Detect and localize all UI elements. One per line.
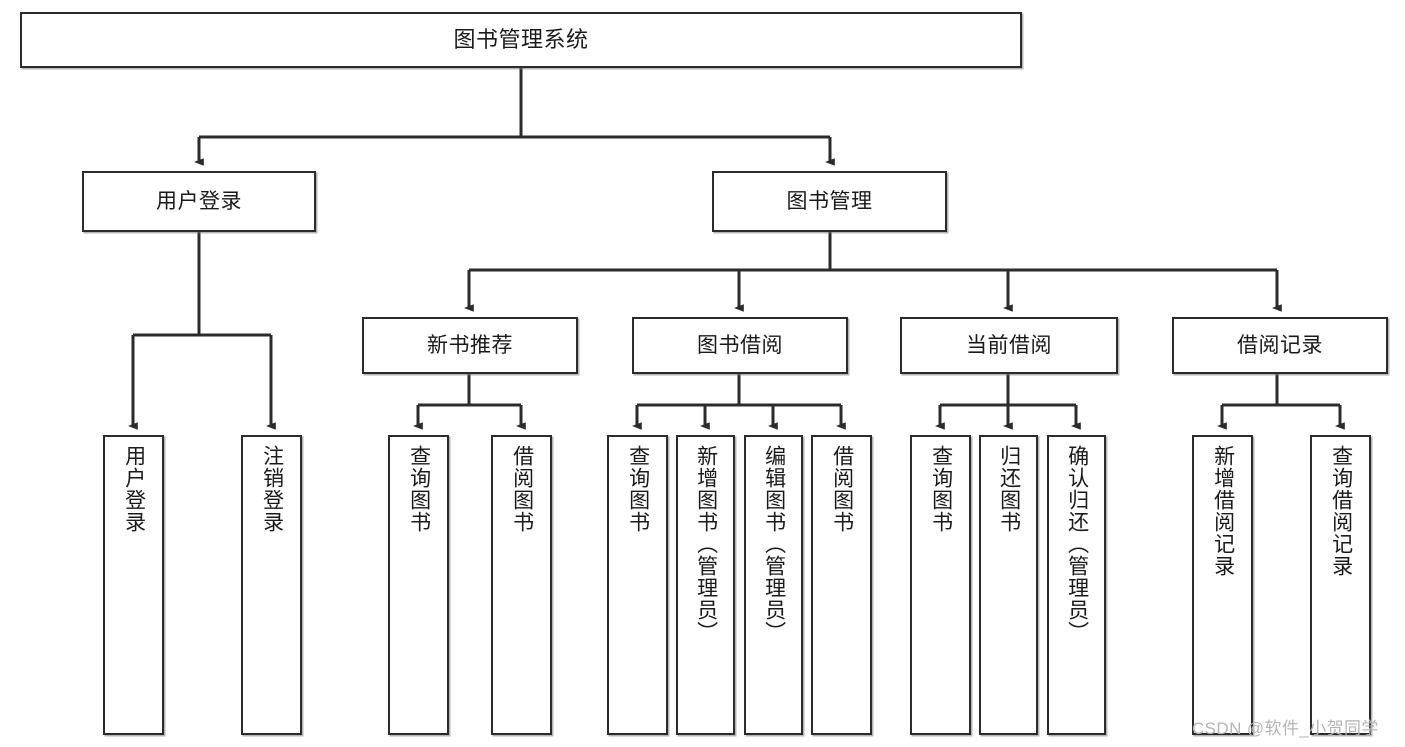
node-new-book-recommend-label: 新书推荐 (427, 333, 513, 357)
leaf-br-add-record-label: 新增借阅记录 (1211, 445, 1235, 577)
leaf-bb-edit-book[interactable]: 编辑图书（管理员） (744, 435, 803, 735)
leaf-bb-query-book-label: 查询图书 (626, 445, 650, 533)
csdn-watermark: CSDN @软件_小贺同学 (1192, 719, 1379, 738)
node-root-system[interactable]: 图书管理系统 (20, 12, 1022, 68)
node-current-borrow-label: 当前借阅 (966, 333, 1052, 357)
leaf-nb-borrow-book[interactable]: 借阅图书 (491, 435, 552, 735)
leaf-cb-query-book[interactable]: 查询图书 (910, 435, 971, 735)
leaf-cb-query-book-label: 查询图书 (929, 445, 953, 533)
node-current-borrow[interactable]: 当前借阅 (900, 317, 1118, 374)
leaf-user-logout-label: 注销登录 (260, 445, 284, 533)
leaf-br-query-record-label: 查询借阅记录 (1329, 445, 1353, 577)
leaf-cb-return-book[interactable]: 归还图书 (979, 435, 1038, 735)
leaf-nb-query-book[interactable]: 查询图书 (388, 435, 449, 735)
leaf-bb-query-book[interactable]: 查询图书 (607, 435, 668, 735)
node-new-book-recommend[interactable]: 新书推荐 (362, 317, 578, 374)
leaf-user-login-label: 用户登录 (122, 445, 146, 533)
node-book-management-label: 图书管理 (786, 189, 873, 213)
leaf-bb-borrow-book[interactable]: 借阅图书 (811, 435, 872, 735)
leaf-cb-confirm-return[interactable]: 确认归还（管理员） (1047, 435, 1106, 735)
node-user-login-label: 用户登录 (156, 189, 242, 213)
leaf-nb-query-book-label: 查询图书 (407, 445, 431, 533)
node-user-login[interactable]: 用户登录 (82, 171, 316, 232)
leaf-br-add-record[interactable]: 新增借阅记录 (1192, 435, 1253, 735)
node-root-system-label: 图书管理系统 (453, 26, 589, 52)
node-borrow-record-label: 借阅记录 (1237, 333, 1323, 357)
leaf-user-logout[interactable]: 注销登录 (241, 435, 302, 735)
node-book-borrow-label: 图书借阅 (697, 333, 783, 357)
node-borrow-record[interactable]: 借阅记录 (1172, 317, 1388, 374)
leaf-cb-confirm-return-label: 确认归还（管理员） (1065, 445, 1089, 643)
leaf-bb-add-book[interactable]: 新增图书（管理员） (676, 435, 735, 735)
leaf-user-login[interactable]: 用户登录 (103, 435, 164, 735)
leaf-bb-edit-book-label: 编辑图书（管理员） (762, 445, 786, 643)
leaf-nb-borrow-book-label: 借阅图书 (510, 445, 534, 533)
leaf-bb-add-book-label: 新增图书（管理员） (694, 445, 718, 643)
leaf-cb-return-book-label: 归还图书 (997, 445, 1021, 533)
leaf-bb-borrow-book-label: 借阅图书 (830, 445, 854, 533)
node-book-borrow[interactable]: 图书借阅 (632, 317, 848, 374)
leaf-br-query-record[interactable]: 查询借阅记录 (1310, 435, 1371, 735)
node-book-management[interactable]: 图书管理 (712, 171, 947, 232)
